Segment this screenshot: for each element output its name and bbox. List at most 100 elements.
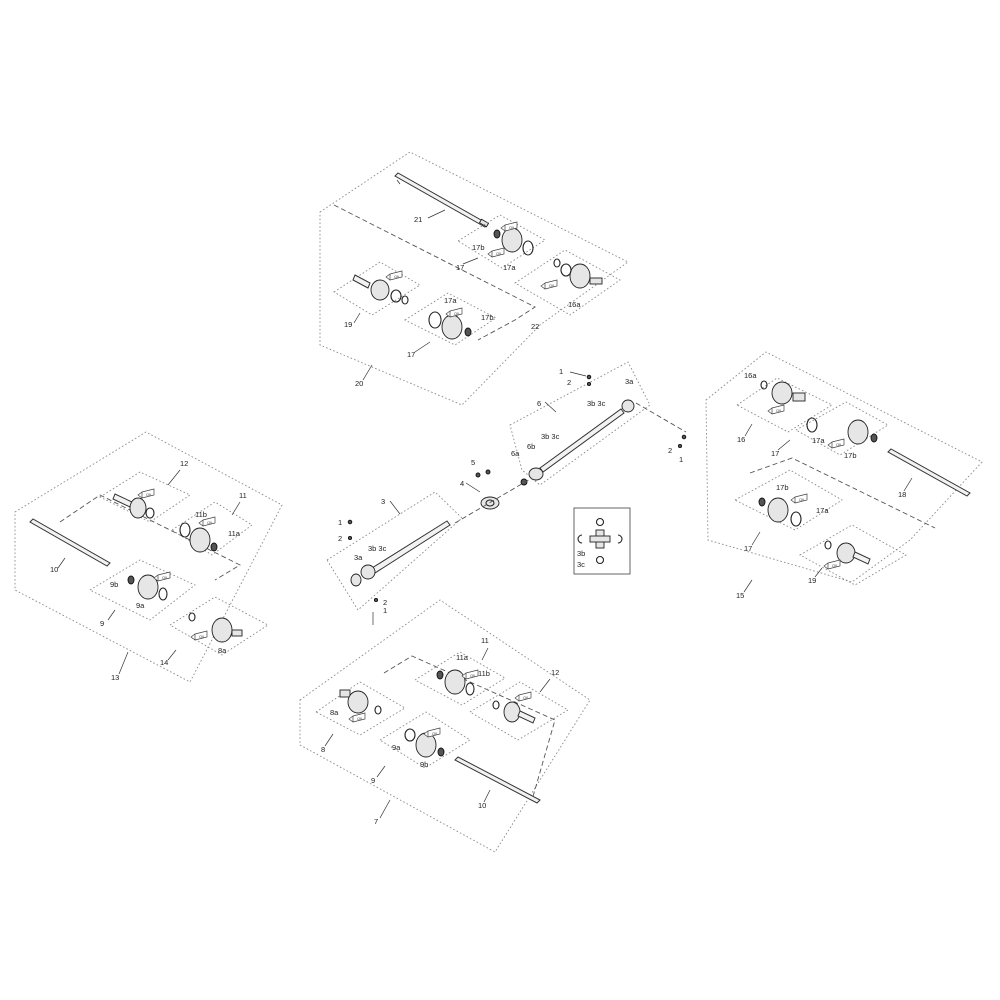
- label-17b: 17b: [844, 451, 857, 460]
- part-16-cv-joint: [760, 380, 806, 405]
- group-17-upper-outline: [457, 214, 546, 269]
- label-1: 1: [679, 455, 683, 464]
- label-17: 17: [456, 263, 464, 272]
- label-9a: 9a: [392, 743, 401, 752]
- group-17-right-outline: [795, 401, 889, 456]
- part-10-axle-shaft: [29, 518, 111, 567]
- svg-text:OIL: OIL: [432, 731, 439, 736]
- group-20-rear-axle-assembly: 21 17b 17 17a 16a 22 19 17a 17b 17 20: [319, 151, 629, 406]
- label-6: 6: [537, 399, 541, 408]
- svg-text:OIL: OIL: [509, 225, 516, 230]
- label-3b-3c: 3b 3c: [368, 544, 387, 553]
- label-17a: 17a: [812, 436, 825, 445]
- label-12: 12: [551, 668, 559, 677]
- label-17b: 17b: [472, 243, 485, 252]
- part-9-cv-boot-left: [127, 574, 168, 601]
- bolt-1-top: [569, 371, 592, 387]
- group-20-outline: [319, 151, 629, 406]
- part-4-center-bearing: [475, 469, 500, 510]
- label-18: 18: [898, 490, 906, 499]
- part-17-cv-boot-upper: [493, 227, 534, 256]
- group-12-left-outline: [99, 471, 191, 523]
- label-3b-3c: 3b 3c: [541, 432, 560, 441]
- label-6b: 6b: [527, 442, 535, 451]
- grease-tag-labels: OIL OIL OIL OIL OIL OIL OIL OIL OIL OIL …: [146, 225, 843, 736]
- label-1: 1: [559, 367, 563, 376]
- svg-text:OIL: OIL: [549, 283, 556, 288]
- svg-text:OIL: OIL: [199, 634, 206, 639]
- part-6-front-propeller-shaft: [520, 399, 635, 486]
- propeller-shaft-group: 1 2 3a 6 3b 3c 3b 3c 6b 6a 2 1 5 4 3 1 2…: [326, 361, 687, 625]
- label-11a: 11a: [228, 529, 241, 538]
- label-7: 7: [374, 817, 378, 826]
- part-11-cv-boot-left: [179, 522, 218, 553]
- group-7-dashed-link: [383, 655, 556, 801]
- label-20: 20: [355, 379, 363, 388]
- label-11: 11: [239, 491, 247, 500]
- svg-text:OIL: OIL: [454, 311, 461, 316]
- part-14-inner-joint-left: [188, 612, 243, 643]
- part-12-cv-joint-left: [112, 493, 155, 519]
- dashed-link-shaft-6: [635, 402, 687, 433]
- part-3-rear-propeller-shaft: [350, 520, 451, 587]
- part-17-cv-boot-right: [806, 417, 878, 445]
- label-3c: 3c: [577, 560, 585, 569]
- label-2: 2: [668, 446, 672, 455]
- part-19-cv-joint-right: [824, 540, 871, 565]
- svg-text:OIL: OIL: [832, 563, 839, 568]
- part-19-outer-cv-joint: [352, 274, 409, 305]
- label-9b: 9b: [110, 580, 118, 589]
- group-19-upper-outline: [333, 261, 421, 316]
- label-19: 19: [808, 576, 816, 585]
- group-3-outline: [326, 491, 463, 611]
- label-14: 14: [160, 658, 168, 667]
- group-15-front-right-axle: 16a 16 17a 17b 17 18 17b 17a 17 19 15: [705, 351, 983, 600]
- svg-text:OIL: OIL: [799, 497, 806, 502]
- label-17a: 17a: [816, 506, 829, 515]
- svg-text:OIL: OIL: [162, 575, 169, 580]
- label-22: 22: [531, 322, 539, 331]
- label-9b: 9b: [420, 760, 428, 769]
- svg-text:OIL: OIL: [496, 251, 503, 256]
- label-15: 15: [736, 591, 744, 600]
- group-15-dashed-link: [749, 457, 936, 529]
- bolt-1-left-bottom: [372, 597, 379, 625]
- label-9a: 9a: [136, 601, 145, 610]
- part-17-cv-boot-lower-right: [758, 497, 802, 527]
- label-17a: 17a: [503, 263, 516, 272]
- group-7-rear-left-axle: 11 11a 11b 12 8a 8 9a 9b 9 10 7: [299, 599, 591, 853]
- group-19-right-outline: [799, 524, 907, 586]
- svg-text:OIL: OIL: [523, 695, 530, 700]
- label-11b: 11b: [195, 510, 207, 519]
- label-11: 11: [481, 636, 489, 645]
- svg-text:OIL: OIL: [146, 492, 153, 497]
- label-17a: 17a: [444, 296, 457, 305]
- group-6-outline: [509, 361, 651, 486]
- group-14-left-outline: [169, 596, 269, 656]
- label-8: 8: [321, 745, 325, 754]
- label-17: 17: [744, 544, 752, 553]
- label-17: 17: [407, 350, 415, 359]
- part-11-cv-boot-bottom: [436, 669, 475, 696]
- label-16: 16: [737, 435, 745, 444]
- label-16a: 16a: [744, 371, 757, 380]
- label-3a: 3a: [354, 553, 363, 562]
- group-13-dashed-link: [59, 494, 241, 581]
- label-19: 19: [344, 320, 352, 329]
- part-12-cv-joint-bottom: [492, 700, 536, 724]
- label-11a: 11a: [456, 653, 469, 662]
- group-13-front-left-axle: 12 11 11b 11a 10 9b 9a 9 8a 14 13: [14, 431, 283, 683]
- part-21-axle-shaft: [394, 172, 490, 228]
- part-10-axle-shaft-bottom: [454, 756, 541, 804]
- label-3b: 3b: [577, 549, 585, 558]
- label-12: 12: [180, 459, 188, 468]
- svg-text:OIL: OIL: [394, 274, 401, 279]
- svg-text:OIL: OIL: [836, 442, 843, 447]
- label-1: 1: [383, 606, 387, 615]
- group-7-outline: [299, 599, 591, 853]
- label-21: 21: [414, 215, 422, 224]
- label-5: 5: [471, 458, 475, 467]
- svg-text:OIL: OIL: [776, 408, 783, 413]
- label-2: 2: [338, 534, 342, 543]
- label-10: 10: [478, 801, 486, 810]
